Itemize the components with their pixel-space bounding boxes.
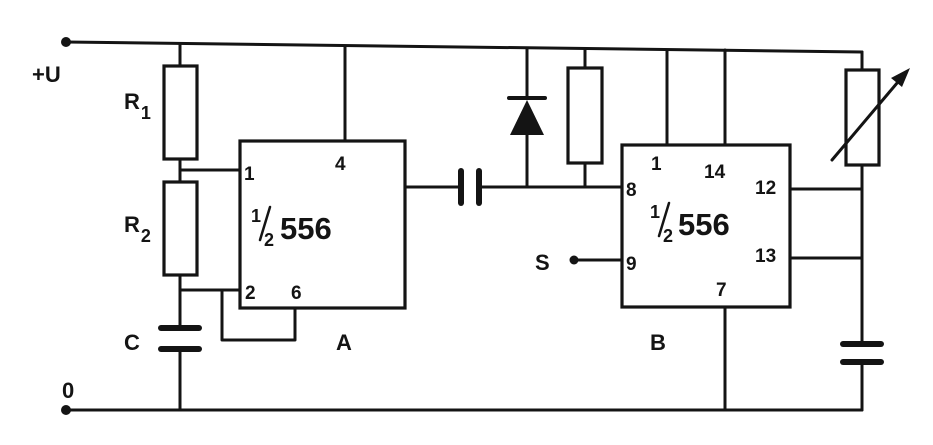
ic-a-part-number: 556 [280,211,332,246]
ic-b-pin7-label: 7 [716,280,727,301]
ic-b-fraction-denominator: 2 [663,226,673,246]
ic-b-name: B [650,330,666,355]
switch-s-label: S [535,250,550,275]
ic-a-pin4-label: 4 [335,154,346,175]
ic-a-fraction-slash [258,205,272,242]
ic-b-fraction-numerator: 1 [650,202,660,222]
ground-label: 0 [62,378,74,403]
variable-resistor-arrow [830,74,905,162]
ic-a-name: A [336,330,352,355]
supply-label: +U [32,62,61,87]
ic-b-part-number: 556 [678,207,730,242]
resistor-r2 [162,180,199,277]
ic-b-fraction-slash [657,201,671,238]
ic-b-pin9-label: 9 [626,254,637,275]
resistor-r1 [162,64,199,161]
ic-a-pin1-label: 1 [244,164,255,185]
r2-label: R2 [124,212,151,246]
capacitor-label: C [124,330,140,355]
ic-b-pin14-label: 14 [704,162,726,183]
resistor-pullup [566,66,604,165]
ic-b-pin1-label: 1 [651,154,662,175]
ic-b-pin13-label: 13 [755,246,776,267]
ic-b-body [620,143,792,309]
positive-rail [64,40,864,54]
ic-a-pin2-label: 2 [245,283,256,304]
ic-b-pin12-label: 12 [755,178,776,199]
ic-b-pin8-label: 8 [626,180,637,201]
ic-a-body [238,139,407,310]
ic-a-fraction-numerator: 1 [251,206,261,226]
ic-a-fraction-denominator: 2 [264,230,274,250]
diode [510,100,544,135]
ground-terminal[interactable] [61,405,71,415]
variable-resistor-arrowhead [891,68,910,87]
r1-label: R1 [124,89,151,123]
pin2-pin6-loop [220,288,297,342]
variable-resistor [844,68,881,167]
positive-terminal[interactable] [61,37,71,47]
ic-a-pin6-label: 6 [291,283,302,304]
